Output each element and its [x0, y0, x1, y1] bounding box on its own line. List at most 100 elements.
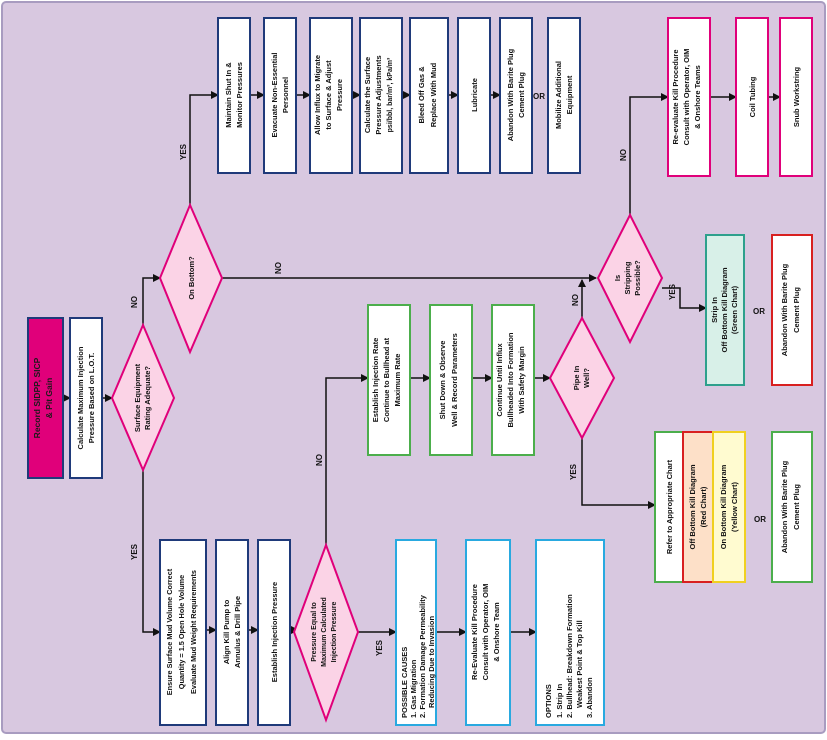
- pipe-in-well-diamond: Pipe In Well?: [548, 315, 616, 441]
- causes-title: POSSIBLE CAUSES: [400, 647, 409, 718]
- abandon-top-line1: Abandon With Barite Plug: [506, 48, 515, 141]
- maintain-line2: Monitor Pressures: [235, 62, 244, 128]
- pressure-equal-diamond: Pressure Equal to Maximum Calculated Inj…: [292, 542, 360, 723]
- no-label-pipe: NO: [571, 294, 580, 306]
- surface-equipment-diamond: Surface Equipment Rating Adequate?: [110, 322, 176, 473]
- surface-equipment-line2: Rating Adequate?: [143, 366, 152, 430]
- strip-in-line1: Strip In: [710, 297, 719, 323]
- strip-in-box: Strip In Off Bottom Kill Diagram (Green …: [705, 234, 745, 386]
- record-sidpp-box: Record SIDPP, SICP & Pit Gain: [27, 317, 64, 479]
- pressure-equal-line1: Pressure Equal to: [311, 602, 318, 662]
- options-box: OPTIONS 1. Strip In 2. Bullhead: Breakdo…: [535, 539, 605, 726]
- pipe-in-well-line1: Pipe In: [572, 365, 581, 390]
- no-label-on-bottom: NO: [274, 262, 283, 274]
- yes-label-pipe: YES: [569, 463, 578, 480]
- bleed-off-line1: Bleed Off Gas &: [417, 66, 426, 124]
- record-sidpp-line2: & Pit Gain: [44, 378, 54, 419]
- evacuate-line1: Evacuate Non-Essential: [270, 52, 279, 137]
- calculate-surface-line2: Pressure Adjustments: [374, 55, 383, 134]
- strip-in-line3: (Green Chart): [730, 285, 739, 334]
- allow-influx-line1: Allow Influx to Migrate: [313, 55, 322, 135]
- allow-influx-line2: to Surface & Adjust: [324, 60, 333, 130]
- reevaluate-bottom-line2: Consult with Operator, OIM: [481, 584, 490, 681]
- continue-influx-line3: With Safety Margin: [517, 346, 526, 414]
- mobilize-box: Mobilize Additional Equipment: [547, 17, 581, 174]
- stripping-line3: Possible?: [633, 260, 642, 296]
- strip-in-line2: Off Bottom Kill Diagram: [720, 267, 729, 352]
- no-label-surface: NO: [130, 296, 139, 308]
- yes-label-pressure: YES: [375, 639, 384, 656]
- continue-influx-box: Continue Until Influx Bullheaded Into Fo…: [491, 304, 535, 456]
- calc-line2: Pressure Based on L.O.T.: [87, 353, 96, 443]
- coil-tubing-line1: Coil Tubing: [748, 76, 757, 117]
- reevaluate-top-line3: & Onshore Teams: [693, 65, 702, 129]
- shut-down-line2: Well & Record Parameters: [450, 333, 459, 427]
- establish-pressure-line1: Establish Injection Pressure: [270, 582, 279, 682]
- abandon-strip-line2: Cement Plug: [792, 287, 801, 333]
- or-label-refer: OR: [754, 515, 766, 524]
- reevaluate-top-line2: Consult with Operator, OIM: [682, 49, 691, 146]
- reevaluate-bottom-line1: Re-Evaluate Kill Procedure: [470, 584, 479, 680]
- causes-item2: 2. Formation Damage Permeability: [418, 594, 427, 718]
- causes-item1: 1. Gas Migration: [409, 659, 418, 718]
- no-label-pressure: NO: [315, 454, 324, 466]
- coil-tubing-box: Coil Tubing: [735, 17, 769, 177]
- pressure-equal-line3: Injection Pressure: [331, 602, 338, 663]
- evacuate-box: Evacuate Non-Essential Personnel: [263, 17, 297, 174]
- pipe-in-well-line2: Well?: [582, 368, 591, 388]
- establish-rate-box: Establish Injection Rate Continue to Bul…: [367, 304, 411, 456]
- ensure-mud-line1: Ensure Surface Mud Volume Correct: [165, 568, 174, 695]
- establish-rate-line1: Establish Injection Rate: [371, 338, 380, 423]
- establish-pressure-box: Establish Injection Pressure: [257, 539, 291, 726]
- yes-label-stripping: YES: [668, 283, 677, 300]
- continue-influx-line1: Continue Until Influx: [495, 343, 504, 417]
- causes-item2b: Reducing Due to Invasion: [427, 615, 436, 708]
- or-label-strip: OR: [753, 307, 765, 316]
- ensure-mud-line2: Quantity = 1.5 Open Hole Volume: [177, 575, 186, 689]
- reevaluate-top-line1: Re-evaluate Kill Procedure: [671, 49, 680, 144]
- or-label-top: OR: [533, 92, 545, 101]
- stripping-possible-diamond: Is Stripping Possible?: [596, 212, 664, 345]
- calculate-surface-line1: Calculate the Surface: [363, 57, 372, 133]
- lubricate-line1: Lubricate: [470, 78, 479, 112]
- snub-workstring-box: Snub Workstring: [779, 17, 813, 177]
- refer-chart-box: Refer to Appropriate Chart: [654, 431, 684, 583]
- ensure-mud-box: Ensure Surface Mud Volume Correct Quanti…: [159, 539, 207, 726]
- mobilize-line1: Mobilize Additional: [554, 61, 563, 129]
- yes-label-surface: YES: [130, 543, 139, 560]
- reevaluate-bottom-box: Re-Evaluate Kill Procedure Consult with …: [465, 539, 511, 726]
- maintain-line1: Maintain Shut In &: [224, 62, 233, 128]
- snub-workstring-line1: Snub Workstring: [792, 66, 801, 127]
- abandon-strip-line1: Abandon With Barite Plug: [780, 263, 789, 356]
- on-bottom-chart-line2: (Yellow Chart): [730, 481, 739, 532]
- establish-rate-line3: Maximum Rate: [393, 354, 402, 407]
- options-item2: 2. Bullhead: Breakdown Formation: [565, 594, 574, 718]
- establish-rate-line2: Continue to Bullhead at: [382, 337, 391, 422]
- off-bottom-red-box: Off Bottom Kill Diagram (Red Chart): [682, 431, 714, 583]
- surface-equipment-line1: Surface Equipment: [133, 363, 142, 432]
- align-pump-line1: Align Kill Pump to: [222, 599, 231, 664]
- allow-influx-box: Allow Influx to Migrate to Surface & Adj…: [309, 17, 353, 174]
- ensure-mud-line3: Evaluate Mud Weight Requirements: [189, 570, 198, 694]
- abandon-top-line2: Cement Plug: [517, 72, 526, 118]
- yes-label-on-bottom: YES: [179, 143, 188, 160]
- calc-max-injection-box: Calculate Maximum Injection Pressure Bas…: [69, 317, 103, 479]
- align-pump-box: Align Kill Pump to Annulus & Drill Pipe: [215, 539, 249, 726]
- shut-down-line1: Shut Down & Observe: [438, 341, 447, 420]
- align-pump-line2: Annulus & Drill Pipe: [233, 596, 242, 668]
- stripping-line2: Stripping: [623, 261, 632, 294]
- off-bottom-line1: Off Bottom Kill Diagram: [688, 464, 697, 549]
- abandon-refer-line2: Cement Plug: [792, 484, 801, 530]
- bleed-off-line2: Replace With Mud: [429, 62, 438, 127]
- maintain-shut-in-box: Maintain Shut In & Monitor Pressures: [217, 17, 251, 174]
- calculate-surface-line3: psi/bbl, bar/m³, kPa/m³: [387, 57, 394, 132]
- abandon-strip-box: Abandon With Barite Plug Cement Plug: [771, 234, 813, 386]
- bleed-off-box: Bleed Off Gas & Replace With Mud: [409, 17, 449, 174]
- reevaluate-bottom-line3: & Onshore Team: [492, 602, 501, 662]
- continue-influx-line2: Bullheaded Into Formation: [506, 332, 515, 427]
- options-item3: 3. Abandon: [585, 677, 594, 718]
- options-title: OPTIONS: [544, 684, 553, 718]
